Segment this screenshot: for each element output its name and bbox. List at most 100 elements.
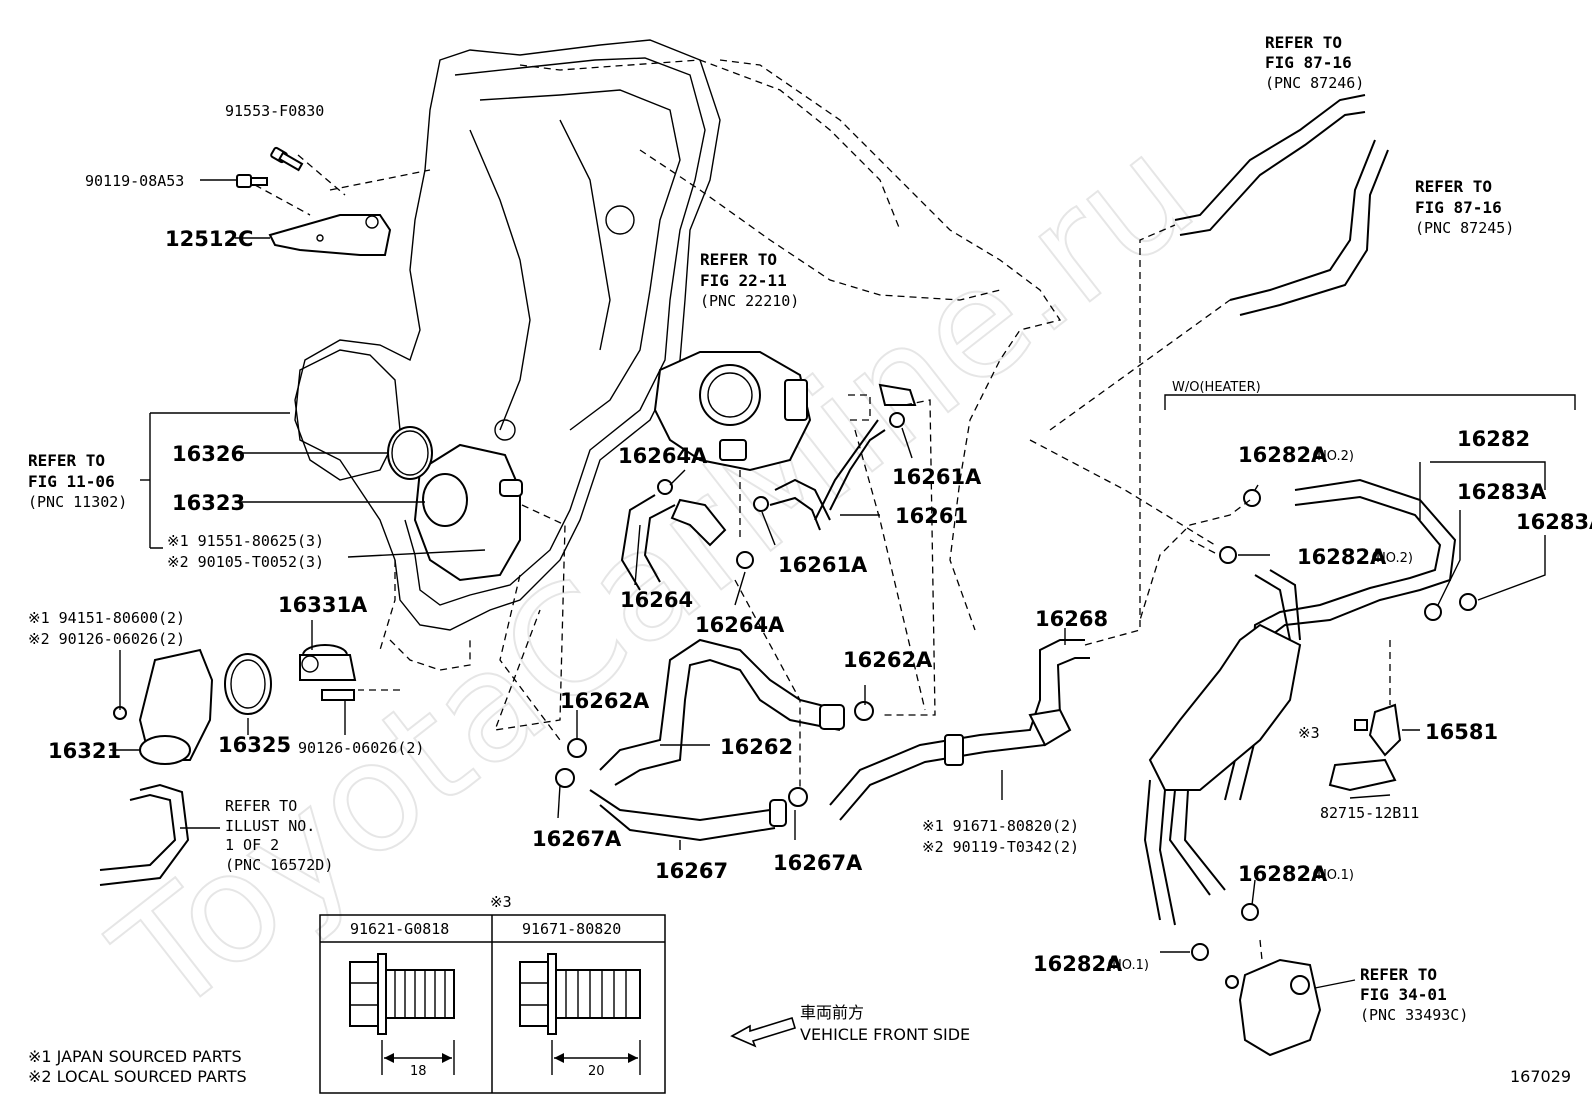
o-ring-16326 [387, 426, 433, 480]
ref-fig34-01: REFER TO FIG 34-01 (PNC 33493C) [1360, 965, 1468, 1024]
hose-16262 [599, 638, 845, 786]
front-label-en: VEHICLE FRONT SIDE [800, 1025, 970, 1044]
oil-cooler-33493c [1225, 958, 1322, 1057]
part-16323[interactable]: 16323 [172, 491, 245, 515]
part-90119-t0342[interactable]: ※2 90119-T0342(2) [922, 838, 1079, 856]
ref-33493c-line3: (PNC 33493C) [1360, 1006, 1468, 1024]
part-90105[interactable]: ※2 90105-T0052(3) [167, 553, 324, 571]
part-16282a-no1-top-suffix: (NO.1) [1312, 868, 1354, 883]
hose-clamps [555, 412, 1477, 961]
front-arrow-icon [730, 1016, 796, 1048]
table-col1-header: 91621-G0818 [350, 920, 449, 938]
water-inlet-housing [413, 443, 523, 582]
gasket-16325 [224, 653, 272, 715]
part-16282a-no1-bottom-suffix: (NO.1) [1107, 958, 1149, 973]
part-16261[interactable]: 16261 [895, 504, 968, 528]
part-12512c[interactable]: 12512C [165, 227, 253, 251]
ref-22210-line3: (PNC 22210) [700, 292, 799, 310]
thermostat-16331a [299, 644, 357, 701]
part-mark-x3: ※3 [1298, 724, 1320, 742]
part-90119-08a53[interactable]: 90119-08A53 [85, 172, 184, 190]
part-91553[interactable]: 91553-F0830 [225, 102, 324, 120]
ref-illust-line2: ILLUST NO. [225, 817, 315, 835]
hose-16282 [1143, 478, 1457, 926]
table-mark: ※3 [490, 893, 512, 911]
hose-16264 [620, 494, 727, 591]
ref-illust-line4: (PNC 16572D) [225, 856, 333, 874]
ref-11302-line3: (PNC 11302) [28, 493, 127, 511]
ref-87245-line2: FIG 87-16 [1415, 198, 1502, 217]
legend-local: ※2 LOCAL SOURCED PARTS [28, 1067, 247, 1086]
part-16262a-left[interactable]: 16262A [560, 689, 650, 713]
ref-33493c-line2: FIG 34-01 [1360, 985, 1447, 1004]
ref-87245-line1: REFER TO [1415, 177, 1492, 196]
part-16262[interactable]: 16262 [720, 735, 793, 759]
part-91671[interactable]: ※1 91671-80820(2) [922, 817, 1079, 835]
part-16268[interactable]: 16268 [1035, 607, 1108, 631]
table-col2-header: 91671-80820 [522, 920, 621, 938]
part-16264a-bottom[interactable]: 16264A [695, 613, 785, 637]
part-16264a-top[interactable]: 16264A [618, 444, 708, 468]
ref-22210-line1: REFER TO [700, 250, 777, 269]
part-16326[interactable]: 16326 [172, 442, 245, 466]
part-16267a-left[interactable]: 16267A [532, 827, 622, 851]
part-16261a-top[interactable]: 16261A [892, 465, 982, 489]
part-91551[interactable]: ※1 91551-80625(3) [167, 532, 324, 550]
radiator-hose [99, 783, 190, 886]
part-90126-a[interactable]: ※2 90126-06026(2) [28, 630, 185, 648]
ref-illust: REFER TO ILLUST NO. 1 OF 2 (PNC 16572D) [225, 797, 333, 874]
part-16262a-right[interactable]: 16262A [843, 648, 933, 672]
part-16283a-right[interactable]: 16283A [1516, 510, 1592, 534]
hose-16261 [769, 383, 917, 531]
ref-22210-line2: FIG 22-11 [700, 271, 787, 290]
part-16282[interactable]: 16282 [1457, 427, 1530, 451]
dashed-leaders [254, 154, 1391, 961]
ref-fig87-16-a: REFER TO FIG 87-16 (PNC 87246) [1265, 33, 1364, 92]
front-direction: 車両前方 VEHICLE FRONT SIDE [730, 1003, 970, 1048]
diagram-id: 167029 [1510, 1067, 1571, 1086]
part-90126-b[interactable]: 90126-06026(2) [298, 739, 424, 757]
legend-japan: ※1 JAPAN SOURCED PARTS [28, 1047, 242, 1066]
part-94151[interactable]: ※1 94151-80600(2) [28, 609, 185, 627]
ref-illust-line3: 1 OF 2 [225, 836, 279, 854]
part-16282a-no2-top[interactable]: 16282A [1238, 443, 1328, 467]
hose-16267 [589, 789, 787, 842]
part-16581[interactable]: 16581 [1425, 720, 1498, 744]
part-16283a-left[interactable]: 16283A [1457, 480, 1547, 504]
part-16282a-no1-top[interactable]: 16282A [1238, 862, 1328, 886]
water-inlet-16321 [113, 648, 214, 765]
table-len1: 18 [410, 1064, 427, 1079]
throttle-body [653, 351, 812, 472]
bolt-91671-drawing [519, 953, 641, 1075]
ref-87246-line2: FIG 87-16 [1265, 53, 1352, 72]
front-label-jp: 車両前方 [800, 1003, 864, 1022]
ref-fig22-11: REFER TO FIG 22-11 (PNC 22210) [700, 250, 799, 310]
part-16261a-bottom[interactable]: 16261A [778, 553, 868, 577]
bolt-spec-table: ※3 91621-G0818 91671-80820 18 [319, 893, 666, 1094]
pipe-16268 [829, 639, 1090, 821]
ref-11302-line1: REFER TO [28, 451, 105, 470]
watermark: ToyotaCarMine.ru [84, 104, 1225, 1048]
table-len2: 20 [588, 1064, 605, 1079]
leader-lines [110, 179, 1576, 989]
bracket-16581 [1328, 703, 1402, 792]
part-16282a-no2-mid-suffix: (NO.2) [1371, 551, 1413, 566]
heater-label: W/O(HEATER) [1172, 380, 1261, 395]
part-16264[interactable]: 16264 [620, 588, 693, 612]
bolt-91553 [270, 146, 304, 172]
part-16321[interactable]: 16321 [48, 739, 121, 763]
ref-87246-line3: (PNC 87246) [1265, 74, 1364, 92]
part-16282a-no1-bottom[interactable]: 16282A [1033, 952, 1123, 976]
ref-fig11-06: REFER TO FIG 11-06 (PNC 11302) [28, 451, 127, 511]
part-82715[interactable]: 82715-12B11 [1320, 804, 1419, 822]
ref-87246-line1: REFER TO [1265, 33, 1342, 52]
ref-fig87-16-b: REFER TO FIG 87-16 (PNC 87245) [1415, 177, 1514, 237]
part-16282a-no2-mid[interactable]: 16282A [1297, 545, 1387, 569]
part-16267[interactable]: 16267 [655, 859, 728, 883]
bracket-12512c [268, 214, 392, 256]
part-16325[interactable]: 16325 [218, 733, 291, 757]
ref-11302-line2: FIG 11-06 [28, 472, 115, 491]
part-16267a-right[interactable]: 16267A [773, 851, 863, 875]
part-16331a[interactable]: 16331A [278, 593, 368, 617]
